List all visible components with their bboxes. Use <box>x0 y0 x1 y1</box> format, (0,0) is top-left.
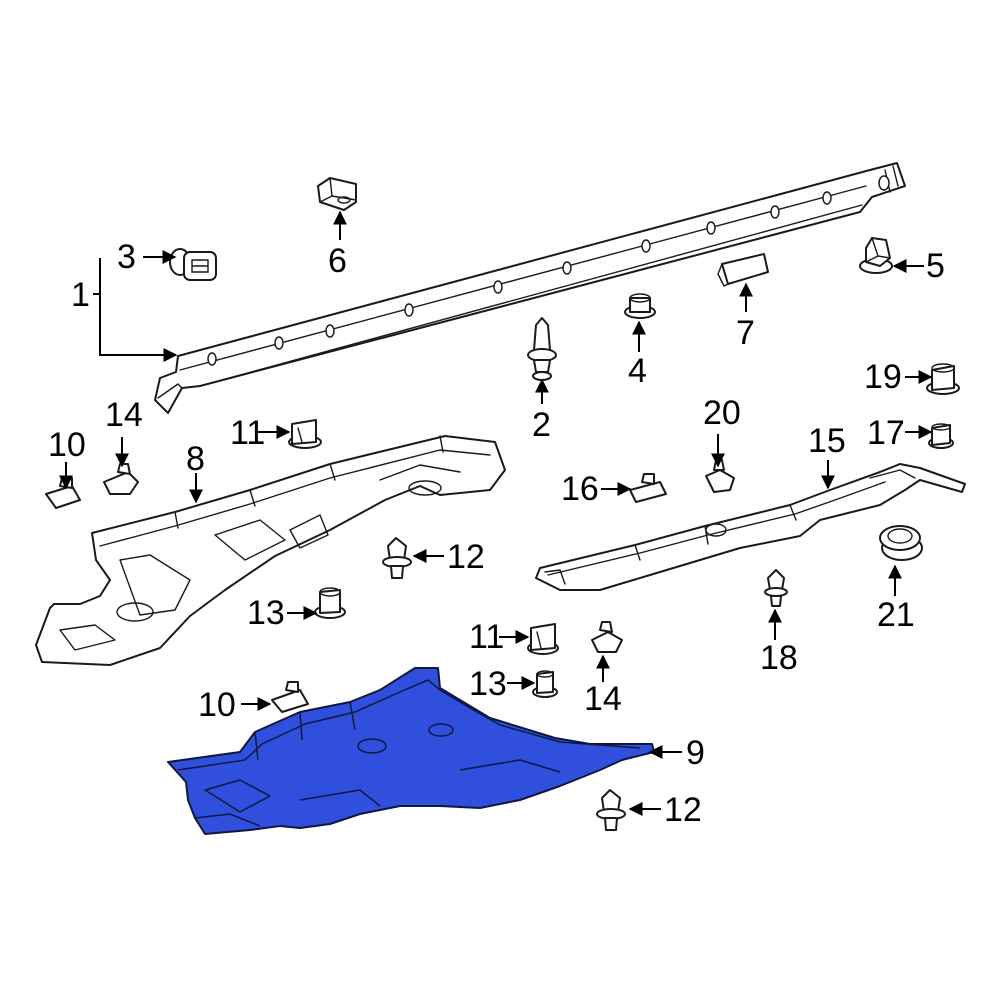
callout-21[interactable]: 21 <box>877 596 915 634</box>
under-shield-part-highlighted[interactable] <box>167 667 655 835</box>
callout-18[interactable]: 18 <box>760 639 798 677</box>
callout-8[interactable]: 8 <box>186 440 205 478</box>
callout-13-lower[interactable]: 13 <box>469 665 507 703</box>
right-under-rail-part[interactable] <box>535 463 966 591</box>
callout-19[interactable]: 19 <box>864 358 902 396</box>
cap-part-7[interactable] <box>717 253 769 287</box>
callout-10-upper[interactable]: 10 <box>48 426 86 464</box>
cap-part-13-upper[interactable] <box>314 587 346 619</box>
nut-plate-part-10-lower[interactable] <box>271 681 309 713</box>
push-pin-part-2[interactable] <box>527 317 557 381</box>
clip-part-20[interactable] <box>705 459 735 493</box>
clip-part-6[interactable] <box>317 177 357 211</box>
callout-13-upper[interactable]: 13 <box>247 594 285 632</box>
nut-part-4[interactable] <box>624 293 656 319</box>
nut-plate-part-16[interactable] <box>629 473 667 503</box>
callout-15[interactable]: 15 <box>808 422 846 460</box>
callout-9[interactable]: 9 <box>686 734 705 772</box>
grommet-part-3[interactable] <box>169 248 217 281</box>
callout-12-lower[interactable]: 12 <box>664 791 702 829</box>
callout-5[interactable]: 5 <box>926 247 945 285</box>
clip-part-14-lower[interactable] <box>591 621 623 653</box>
callout-1[interactable]: 1 <box>71 276 90 314</box>
callout-2[interactable]: 2 <box>532 406 551 444</box>
callout-12-upper[interactable]: 12 <box>447 538 485 576</box>
push-pin-part-12-upper[interactable] <box>382 537 412 579</box>
callout-4[interactable]: 4 <box>628 352 647 390</box>
push-pin-part-12-lower[interactable] <box>596 789 626 831</box>
callout-11-lower[interactable]: 11 <box>469 618 504 656</box>
cap-part-11-lower[interactable] <box>527 623 559 655</box>
grommet-part-21[interactable] <box>879 525 923 561</box>
screw-part-18[interactable] <box>764 569 788 607</box>
callout-14-lower[interactable]: 14 <box>584 680 622 718</box>
callout-16[interactable]: 16 <box>561 470 599 508</box>
nut-plate-part-10-upper[interactable] <box>45 477 81 509</box>
callout-17[interactable]: 17 <box>867 414 905 452</box>
callout-10-lower[interactable]: 10 <box>198 686 236 724</box>
cap-part-17[interactable] <box>928 423 954 449</box>
callout-7[interactable]: 7 <box>736 314 755 352</box>
leader-lines <box>59 210 933 816</box>
clip-part-14-upper[interactable] <box>103 463 139 495</box>
callout-3[interactable]: 3 <box>117 238 136 276</box>
rail-holes <box>207 175 890 366</box>
rocker-rail-part[interactable] <box>154 162 906 414</box>
callout-14-upper[interactable]: 14 <box>105 396 143 434</box>
left-under-cover-part[interactable] <box>35 435 506 666</box>
callout-labels: 1 3 6 2 4 7 5 19 17 15 20 16 21 18 11 8 … <box>48 238 945 829</box>
clip-part-5[interactable] <box>859 237 893 274</box>
callout-20[interactable]: 20 <box>703 394 741 432</box>
callout-6[interactable]: 6 <box>328 242 347 280</box>
cap-part-13-lower[interactable] <box>532 670 558 698</box>
cap-part-11-upper[interactable] <box>288 419 322 449</box>
callout-11-upper[interactable]: 11 <box>230 414 265 452</box>
cap-part-19[interactable] <box>926 363 960 395</box>
